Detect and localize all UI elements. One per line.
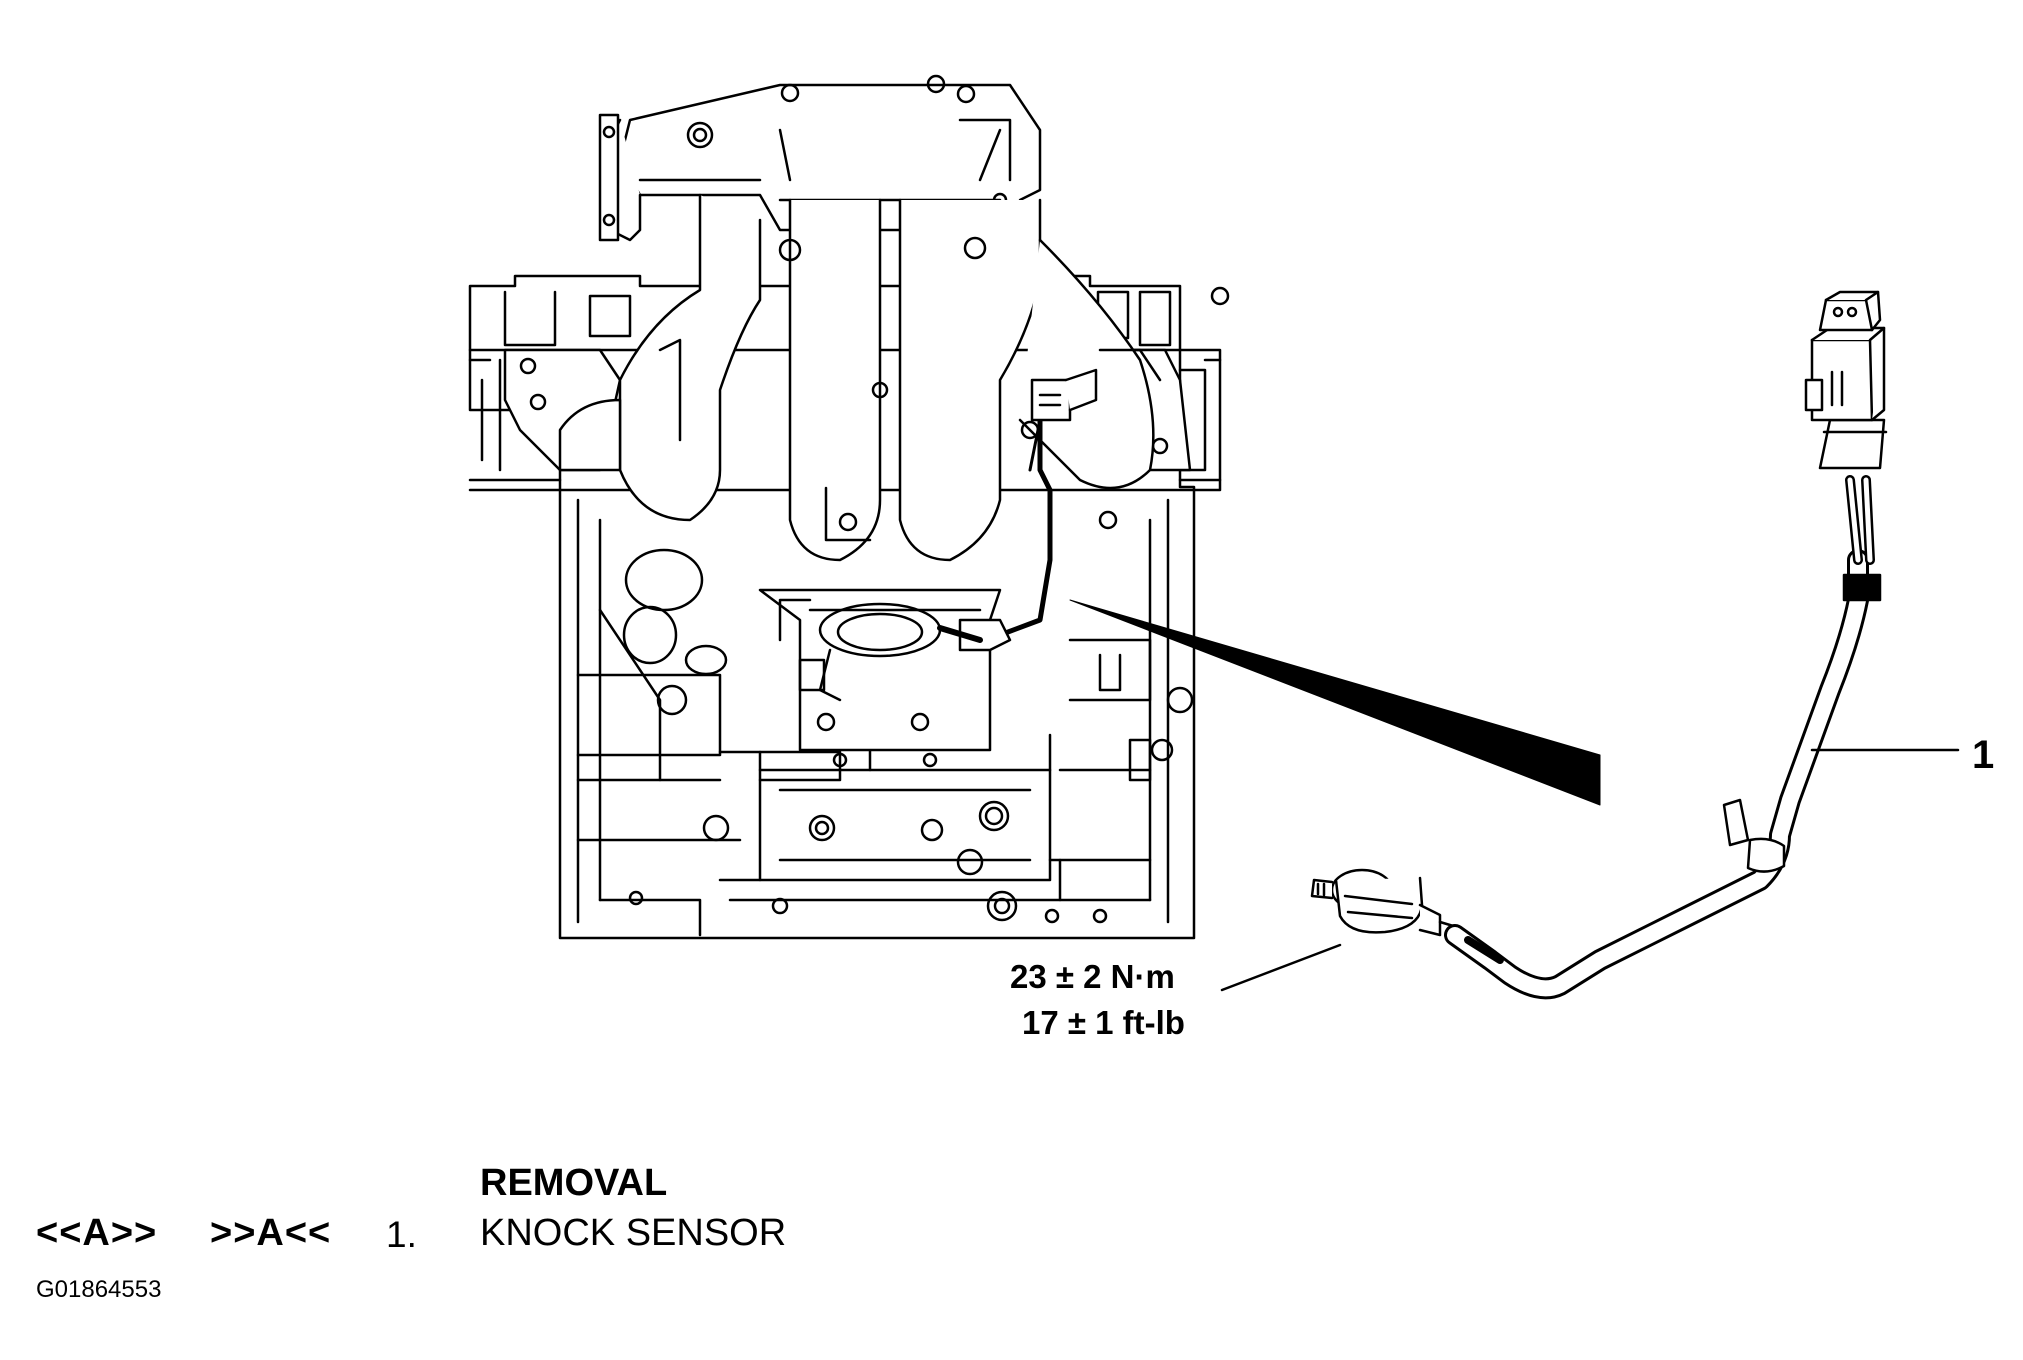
harness-connector [1818, 418, 1886, 470]
engine-side-harness [937, 368, 1098, 652]
install-code: >>A<< [210, 1212, 332, 1254]
detail-pointer-wedge [1069, 599, 1601, 806]
intake-manifold-illustration [558, 74, 1162, 562]
procedure-step-number: 1. [386, 1214, 417, 1255]
knock-sensor-detail [1310, 290, 1888, 1000]
procedure-heading: REMOVAL [480, 1162, 668, 1204]
callout-number-1: 1 [1972, 733, 1995, 777]
knock-sensor-body [1334, 876, 1424, 934]
harness-clip [1746, 837, 1786, 873]
torque-leader-line [1220, 943, 1342, 992]
torque-spec-metric: 23 ± 2 N·m [1010, 958, 1175, 995]
procedure-step-name: KNOCK SENSOR [480, 1212, 787, 1254]
torque-spec-imperial: 17 ± 1 ft-lb [1022, 1004, 1185, 1041]
removal-code: <<A>> [36, 1212, 158, 1254]
figure-id: G01864553 [36, 1276, 162, 1303]
